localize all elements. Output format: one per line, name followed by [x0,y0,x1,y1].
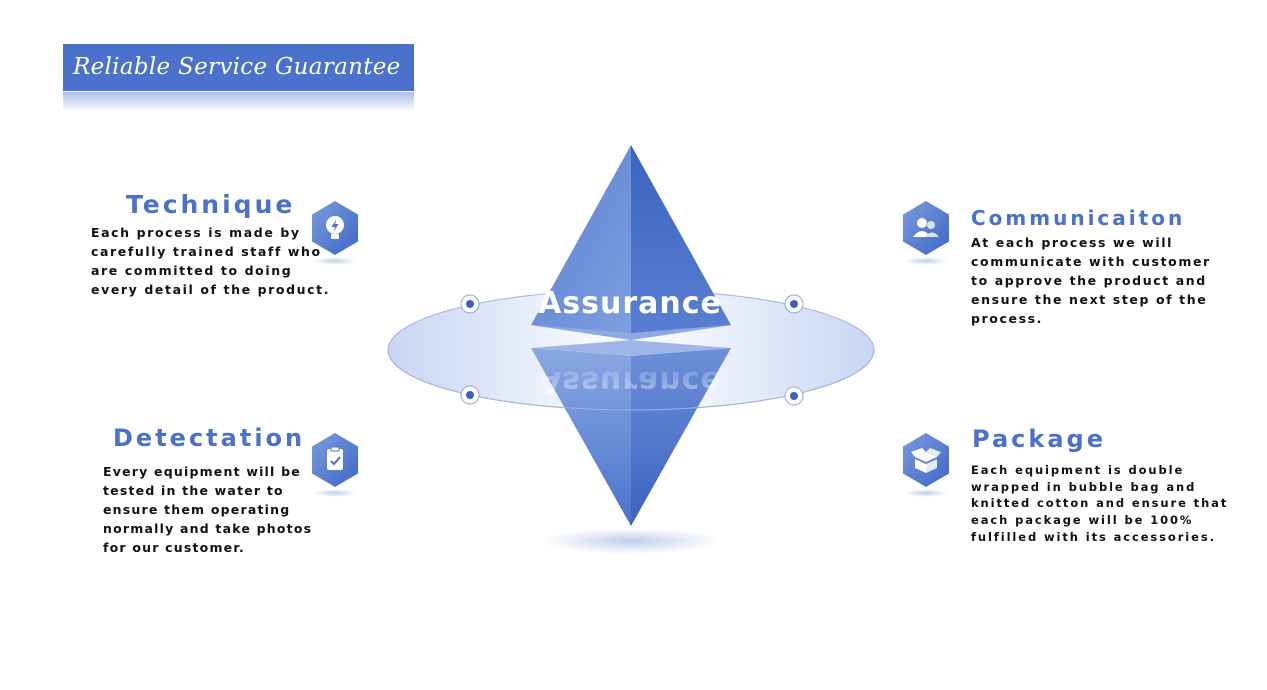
diamond-upper-left-facet [531,145,631,340]
detectation-line: for our customer. [103,540,245,555]
detectation-description: Every equipment will be tested in the wa… [103,462,312,557]
package-line: Each equipment is double [971,463,1185,477]
communication-title: Communicaiton [971,206,1186,230]
technique-line: Each process is made by [91,225,301,240]
diamond-upper-right-facet [631,145,731,340]
center-label: Assurance [538,286,722,321]
detectation-title: Detectation [113,424,306,452]
diamond-lower-left-facet [531,348,631,526]
package-line: wrapped in bubble bag and [971,479,1197,494]
box-icon [911,448,941,473]
communication-line: process. [971,311,1044,326]
package-line: fulfilled with its accessories. [971,529,1216,544]
detectation-line: Every equipment will be [103,464,301,479]
package-title: Package [972,425,1106,453]
orbit-node-top-left [460,294,480,314]
communication-description: At each process we will communicate with… [971,233,1211,328]
orbit-node-bottom-left [460,385,480,405]
diamond-shadow [541,528,721,554]
package-hex-badge [903,433,949,497]
detectation-line: tested in the water to [103,483,284,498]
orbit-node-top-right [784,294,804,314]
communication-line: to approve the product and [971,273,1207,288]
banner-title: Reliable Service Guarantee [63,44,414,91]
orbit-node-bottom-right [784,386,804,406]
technique-hex-badge [312,201,358,265]
diamond-upper-edge [531,325,731,340]
technique-title: Technique [126,190,296,219]
detectation-line: ensure them operating [103,502,291,517]
center-label-reflection: Assurance [538,364,722,399]
communication-line: ensure the next step of the [971,292,1208,307]
detectation-line: normally and take photos [103,521,313,536]
package-line: each package will be 100% [971,513,1194,528]
communication-hex-badge [903,201,949,265]
communication-line: communicate with customer [971,254,1211,269]
diamond-lower-band [531,340,731,356]
technique-line: carefully trained staff who [91,244,322,259]
banner-reflection [63,92,414,112]
technique-line: are committed to doing [91,263,293,278]
communication-line: At each process we will [971,235,1173,250]
package-description: Each equipment is double wrapped in bubb… [971,462,1228,546]
orbit-front-arc [387,349,875,411]
technique-description: Each process is made by carefully traine… [91,223,330,299]
technique-line: every detail of the product. [91,282,331,297]
lightbulb-icon [326,216,344,239]
checklist-icon [327,446,343,470]
diamond-lower-right-facet [631,348,731,526]
detectation-hex-badge [312,433,358,497]
package-line: knitted cotton and ensure that [971,496,1229,511]
users-icon [913,218,939,237]
